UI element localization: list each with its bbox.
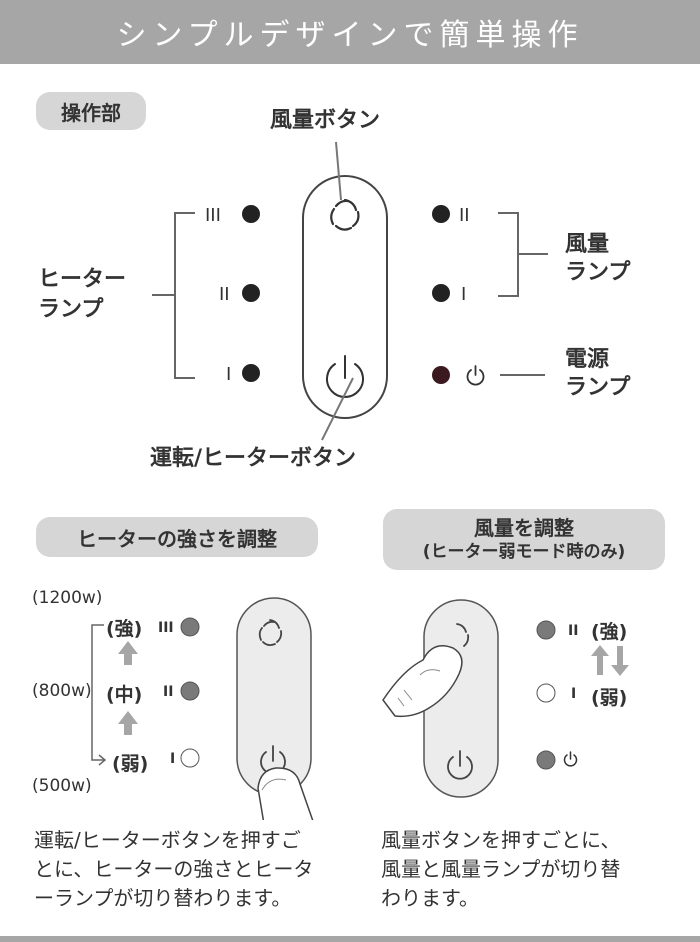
svg-text:I: I	[170, 751, 175, 767]
arrow-updown-icon	[591, 645, 629, 676]
fan-adjust-title: 風量を調整 (ヒーター弱モード時のみ)	[383, 509, 665, 570]
heater-lamp-mid	[242, 284, 260, 302]
fan-adjust-description: 風量ボタンを押すごとに、 風量と風量ランプが切り替 わります。	[381, 828, 621, 910]
heater-lamp-low	[242, 364, 260, 382]
power-lamp-label-line2: ランプ	[565, 375, 631, 400]
fan-button-label: 風量ボタン	[270, 108, 381, 133]
fan-lamp-label-line1: 風量	[565, 232, 610, 257]
power-lamp-label-line1: 電源	[565, 347, 610, 372]
fan-lamp-high	[432, 205, 450, 223]
heater-strength-diagram: III II I	[91, 597, 314, 820]
control-panel-diagram: III II I II I	[152, 141, 548, 441]
power-icon	[326, 355, 364, 398]
svg-text:II: II	[459, 205, 470, 226]
fan-adjust-diagram: II I	[382, 599, 629, 798]
heater-lamp-label-line1: ヒーター	[38, 267, 127, 292]
heater-lamp-high	[242, 205, 260, 223]
svg-text:II: II	[219, 284, 230, 305]
power-lamp	[432, 366, 450, 384]
fan-icon	[330, 198, 360, 231]
footer-bar	[0, 936, 700, 942]
svg-text:I: I	[571, 686, 576, 702]
watt-mid-label: (800w)	[32, 681, 92, 701]
heater-strength-title: ヒーターの強さを調整	[36, 517, 318, 557]
section-label-controls: 操作部	[36, 92, 146, 130]
fan-adjust-title-line2: (ヒーター弱モード時のみ)	[422, 541, 626, 562]
watt-high-label: (1200w)	[32, 588, 103, 608]
fan-adjust-title-line1: 風量を調整	[474, 515, 574, 540]
svg-text:III: III	[205, 205, 221, 226]
fan-level-high: (強)	[591, 621, 628, 643]
device-panel	[302, 175, 388, 419]
fan-lamp-label-line2: ランプ	[565, 260, 631, 285]
power-lamp-icon	[466, 365, 485, 386]
heater-lamp-label-line2: ランプ	[38, 297, 104, 322]
watt-low-label: (500w)	[32, 776, 92, 796]
page-title: シンプルデザインで簡単操作	[0, 0, 700, 64]
fan-lamp-low	[432, 284, 450, 302]
heater-level-low: (弱)	[112, 753, 149, 775]
svg-text:II: II	[568, 623, 578, 639]
heater-strength-description: 運転/ヒーターボタンを押すご とに、ヒーターの強さとヒータ ーランプが切り替わり…	[34, 828, 314, 910]
svg-text:II: II	[163, 684, 173, 700]
svg-text:I: I	[461, 284, 466, 305]
power-button-label: 運転/ヒーターボタン	[150, 446, 357, 471]
heater-level-high: (強)	[106, 618, 143, 640]
heater-level-mid: (中)	[106, 684, 143, 706]
svg-text:I: I	[226, 364, 231, 385]
svg-text:III: III	[158, 620, 174, 636]
arrow-up-icon	[118, 641, 138, 735]
fan-level-low: (弱)	[591, 687, 628, 709]
